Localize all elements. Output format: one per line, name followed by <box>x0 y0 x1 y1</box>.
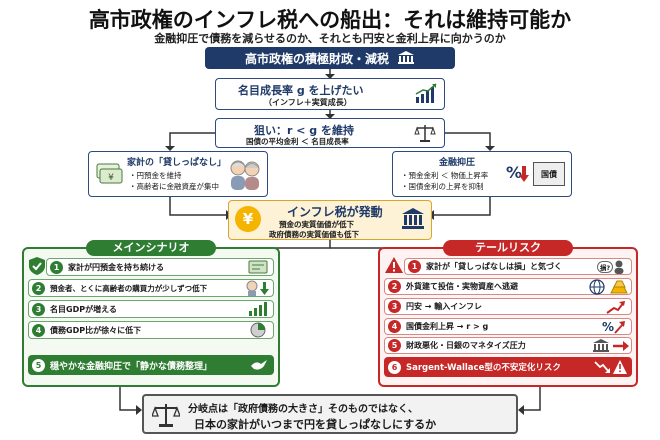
household-box: ¥ 家計の「貸しっぱなし」 ・円預金を維持 ・高齢者に金融資産が集中 <box>88 151 268 197</box>
footer-line1: 分岐点は「政府債務の大きさ」そのものではなく、 <box>188 404 418 415</box>
main-row-1-number: 1 <box>50 260 63 274</box>
growth-goal-box: 名目成長率 g を上げたい （インフレ＋実質成長） <box>215 78 445 110</box>
tail-row-1: 1 家計が「貸しっぱなしは損」と気づく 損? <box>404 258 632 275</box>
main-row-2-text: 預金者、とくに高齢者の購買力が少しずつ低下 <box>50 283 208 293</box>
page-subtitle: 金融抑圧で債務を減らせるのか、それとも円安と金利上昇に向かうのか <box>154 32 506 45</box>
aim-line1: 狙い：r < g を維持 <box>254 124 355 137</box>
tail-conclusion-number: 6 <box>388 360 401 374</box>
growth-chart-icon <box>414 83 438 105</box>
footer-box: 分岐点は「政府債務の大きさ」そのものではなく、 日本の家計がいつまで円を貸しっぱ… <box>142 394 518 434</box>
elderly-couple-icon <box>227 158 263 192</box>
repression-item-1: ・預金金利 ＜ 物価上昇率 <box>401 171 489 180</box>
tail-row-5-text: 財政悪化・日銀のマネタイズ圧力 <box>406 341 526 350</box>
percent-down-icon: % <box>505 160 529 186</box>
bank-icon <box>401 207 425 231</box>
bank-arrow-icon <box>591 338 631 353</box>
main-row-1-text: 家計が円預金を持ち続ける <box>68 262 164 272</box>
tail-risk-title: テールリスク <box>443 240 573 256</box>
tail-row-5-number: 5 <box>388 339 401 352</box>
yen-coin-icon: ¥ <box>235 206 261 232</box>
footer-line2: 日本の家計がいつまで円を貸しっぱなしにするか <box>194 418 437 431</box>
tail-row-3-number: 3 <box>388 300 401 313</box>
main-row-2-number: 2 <box>32 281 45 295</box>
repression-item-2: ・国債金利の上昇を抑制 <box>401 182 484 191</box>
tail-row-2: 2 外貨建て投信・実物資産へ逃避 <box>384 278 632 295</box>
tail-row-1-text: 家計が「貸しっぱなしは損」と気づく <box>426 262 562 271</box>
yen-note-icon: ¥ <box>95 160 123 188</box>
main-conclusion-text: 穏やかな金融抑圧で「静かな債務整理」 <box>50 361 213 372</box>
main-row-4-text: 債務GDP比が徐々に低下 <box>50 325 142 335</box>
elderly-down-icon <box>243 280 273 296</box>
tail-row-3: 3 円安 → 輸入インフレ <box>384 298 632 315</box>
household-title: 家計の「貸しっぱなし」 <box>127 158 227 168</box>
financial-repression-box: 金融抑圧 ・預金金利 ＜ 物価上昇率 ・国債金利の上昇を抑制 % 国債 <box>392 151 572 197</box>
main-scenario-title: メインシナリオ <box>86 240 216 256</box>
tail-conclusion: 6 Sargent-Wallace型の不安定化リスク <box>384 357 632 377</box>
trend-up-red-icon <box>601 300 631 314</box>
household-item-2: ・高齢者に金融資産が集中 <box>129 182 219 191</box>
aim-line2: 国債の平均金利 ＜ 名目成長率 <box>246 137 349 146</box>
main-conclusion-number: 5 <box>32 358 45 372</box>
pie-chart-icon <box>243 322 273 338</box>
page-title: 高市政権のインフレ税への船出：それは維持可能か <box>88 8 572 32</box>
main-row-1: 1 家計が円預金を持ち続ける <box>46 258 274 276</box>
loss-bubble: 損? <box>596 260 614 273</box>
inflation-tax-title: インフレ税が発動 <box>287 205 383 219</box>
growth-goal-line2: （インフレ＋実質成長） <box>264 98 352 107</box>
scale-icon <box>152 402 180 428</box>
shield-check-icon <box>28 256 46 276</box>
arrow-down-icon <box>325 69 335 79</box>
growth-goal-line1: 名目成長率 g を上げたい <box>238 84 364 97</box>
main-row-4: 4 債務GDP比が徐々に低下 <box>28 321 274 339</box>
trend-down-warning-icon <box>594 359 628 375</box>
bar-growth-icon <box>243 302 273 316</box>
warning-icon <box>384 256 404 274</box>
tail-row-1-number: 1 <box>408 260 421 273</box>
tail-row-5: 5 財政悪化・日銀のマネタイズ圧力 <box>384 337 632 354</box>
inflation-tax-line2: 政府債務の実質価値も低下 <box>269 230 359 239</box>
inflation-tax-box: ¥ インフレ税が発動 預金の実質価値が低下 政府債務の実質価値も低下 <box>228 200 432 240</box>
tail-row-4-text: 国債金利上昇 → r > g <box>406 322 489 331</box>
inflation-tax-line1: 預金の実質価値が低下 <box>279 220 354 229</box>
tail-row-3-text: 円安 → 輸入インフレ <box>406 302 483 311</box>
globe-gold-icon <box>587 278 631 295</box>
tail-row-2-number: 2 <box>388 280 401 293</box>
main-row-3: 3 名目GDPが増える <box>28 300 274 318</box>
percent-up-icon: % <box>597 320 631 334</box>
dove-icon <box>250 358 268 372</box>
tail-conclusion-text: Sargent-Wallace型の不安定化リスク <box>406 363 561 373</box>
tail-row-4: 4 国債金利上昇 → r > g % <box>384 318 632 335</box>
tail-row-2-text: 外貨建て投信・実物資産へ逃避 <box>406 282 518 291</box>
repression-title: 金融抑圧 <box>439 158 476 168</box>
deposit-book-icon <box>243 260 273 274</box>
household-item-1: ・円預金を維持 <box>129 171 182 180</box>
thinking-person-icon: 損? <box>591 260 631 274</box>
arrow-down-icon <box>325 110 335 119</box>
parliament-icon <box>397 51 415 65</box>
policy-bar-label: 高市政権の積極財政・減税 <box>244 51 389 66</box>
bond-certificate-icon: 国債 <box>533 162 565 186</box>
tail-row-4-number: 4 <box>388 320 401 333</box>
policy-bar: 高市政権の積極財政・減税 <box>205 47 455 69</box>
svg-text:%: % <box>506 163 522 182</box>
main-row-3-number: 3 <box>32 302 45 316</box>
aim-box: 狙い：r < g を維持 国債の平均金利 ＜ 名目成長率 <box>215 118 445 148</box>
percent-symbol: % <box>601 319 615 334</box>
main-conclusion: 5 穏やかな金融抑圧で「静かな債務整理」 <box>28 355 274 375</box>
scale-icon <box>414 123 436 143</box>
main-row-4-number: 4 <box>32 323 45 337</box>
svg-text:¥: ¥ <box>108 173 114 183</box>
main-row-3-text: 名目GDPが増える <box>50 304 117 314</box>
main-row-2: 2 預金者、とくに高齢者の購買力が少しずつ低下 <box>28 279 274 297</box>
